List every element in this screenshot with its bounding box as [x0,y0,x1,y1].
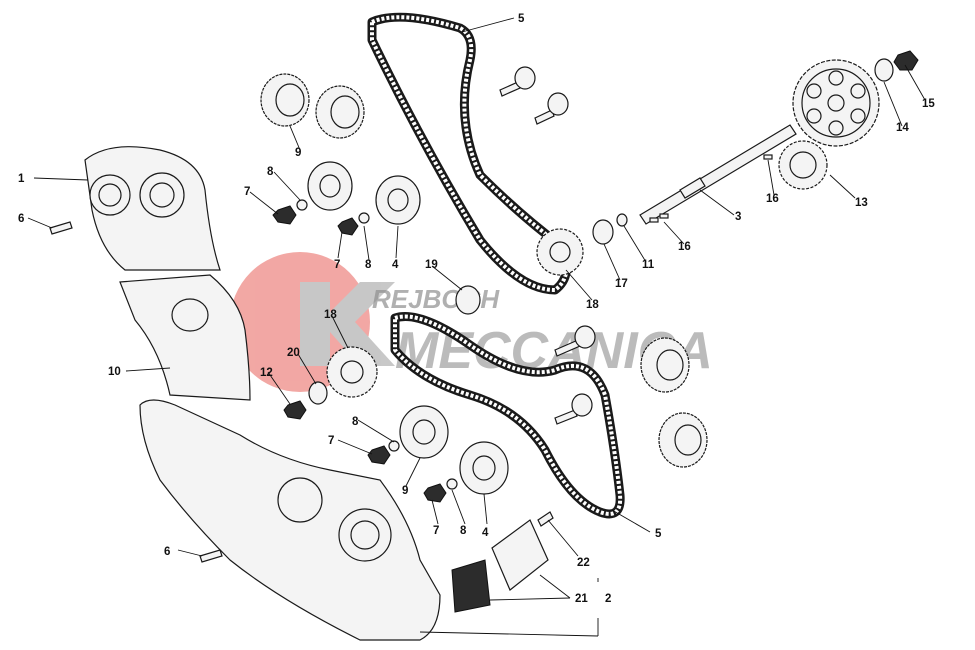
auxiliary-shaft [639,124,797,225]
callout-7-d: 7 [433,525,439,537]
upper-timing-belt [367,12,571,295]
callout-19: 19 [425,259,438,271]
callout-7-a: 7 [244,186,250,198]
callout-5-upper: 5 [518,13,525,25]
watermark-k-shape [300,282,395,366]
small-gear [778,140,828,190]
callout-4-lower: 4 [482,527,489,539]
crank-pulley-18-lower [326,346,378,398]
washer-nut-right [874,50,919,82]
callout-11: 11 [642,259,655,271]
timing-cover-upper [84,146,221,271]
callout-5-lower: 5 [655,528,662,540]
callout-1: 1 [18,173,25,185]
callout-21: 21 [575,593,588,605]
callout-16-b: 16 [678,241,691,253]
nut-washer-lower [367,440,458,503]
callout-8-b: 8 [365,259,372,271]
callout-22: 22 [577,557,590,569]
bolt-6-lower [199,549,223,563]
callout-7-b: 7 [334,259,340,271]
callout-9-lower: 9 [402,485,408,497]
callout-9-upper: 9 [295,147,301,159]
callout-15: 15 [922,98,935,110]
idler-roller-lower [459,441,509,495]
callout-16-a: 16 [766,193,779,205]
lower-timing-belt [390,312,625,519]
callout-8-d: 8 [460,525,467,537]
middle-pulley-18 [536,228,584,276]
callout-3: 3 [735,211,741,223]
callout-18-lower: 18 [324,309,337,321]
watermark-line1: REJBOCH [372,284,500,314]
washer-20-nut-12 [283,381,328,420]
callout-14: 14 [896,122,909,134]
cover-pad-21 [451,519,549,613]
callout-17: 17 [615,278,628,290]
callout-13: 13 [855,197,868,209]
callout-12: 12 [260,367,273,379]
stud-bolts-lower [554,325,596,425]
keys-16 [649,154,773,223]
stud-bolts-upper [499,66,569,125]
callout-2: 2 [605,593,611,605]
callout-8-c: 8 [352,416,359,428]
camshaft-pulley-upper-left [260,73,310,127]
callout-4-upper: 4 [392,259,399,271]
camshaft-pulley-upper-right [315,85,365,139]
leader-lines [27,17,926,637]
timing-cover-lower [139,399,441,641]
callout-7-c: 7 [328,435,334,447]
callout-8-a: 8 [267,166,274,178]
screw-22 [537,511,554,527]
callout-20: 20 [287,347,300,359]
camshaft-pulley-lower-bottom [658,412,708,468]
callout-18-upper: 18 [586,299,599,311]
bolt-6-upper [49,221,73,235]
spacer-19 [455,285,481,315]
timing-cover-middle [119,274,251,401]
washers-17-11 [592,213,628,245]
callout-6-lower: 6 [164,546,170,558]
callout-6-upper: 6 [18,213,24,225]
idler-roller-upper [375,175,421,225]
callout-10: 10 [108,366,121,378]
camshaft-pulley-lower-top [640,337,690,393]
nut-washer-upper [272,199,370,236]
large-gear [792,59,880,147]
tensioner-roller-lower [399,405,449,459]
tensioner-roller-upper [307,161,353,211]
